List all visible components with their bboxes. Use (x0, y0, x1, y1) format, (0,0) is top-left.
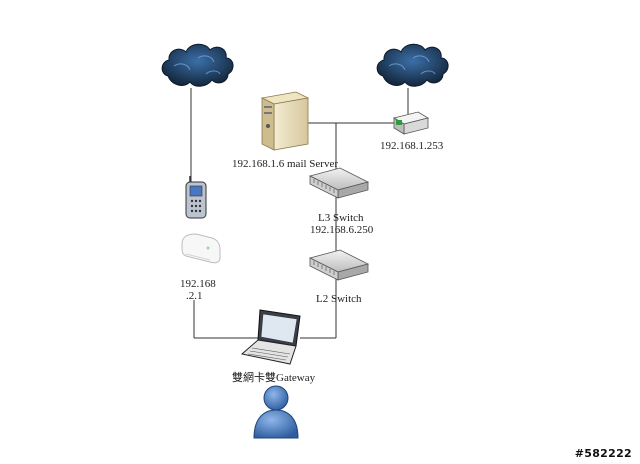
phone-icon (185, 176, 207, 219)
cloud-icon (376, 43, 449, 87)
mail-server-label: 192.168.1.6 mail Server (232, 158, 339, 170)
watermark: #582222 (574, 447, 632, 460)
router-icon (392, 111, 430, 135)
laptop-icon (240, 309, 301, 365)
connections (190, 88, 409, 339)
cloud-icon (161, 43, 234, 87)
server-icon (260, 91, 310, 151)
l2-switch-label: L2 Switch (316, 293, 362, 305)
switch-icon (308, 167, 370, 199)
l3-switch-ip-label: 192.168.6.250 (310, 224, 374, 236)
router-ip-label: 192.168.1.253 (380, 140, 444, 152)
modem-ip-label-line2: .2.1 (186, 290, 203, 302)
modem-icon (181, 233, 221, 264)
modem-ip-label-line1: 192.168 (180, 278, 216, 290)
l3-switch-label: L3 Switch (318, 212, 364, 224)
user-icon (253, 385, 299, 439)
switch-icon (308, 249, 370, 281)
gateway-label: 雙網卡雙Gateway (232, 372, 316, 384)
